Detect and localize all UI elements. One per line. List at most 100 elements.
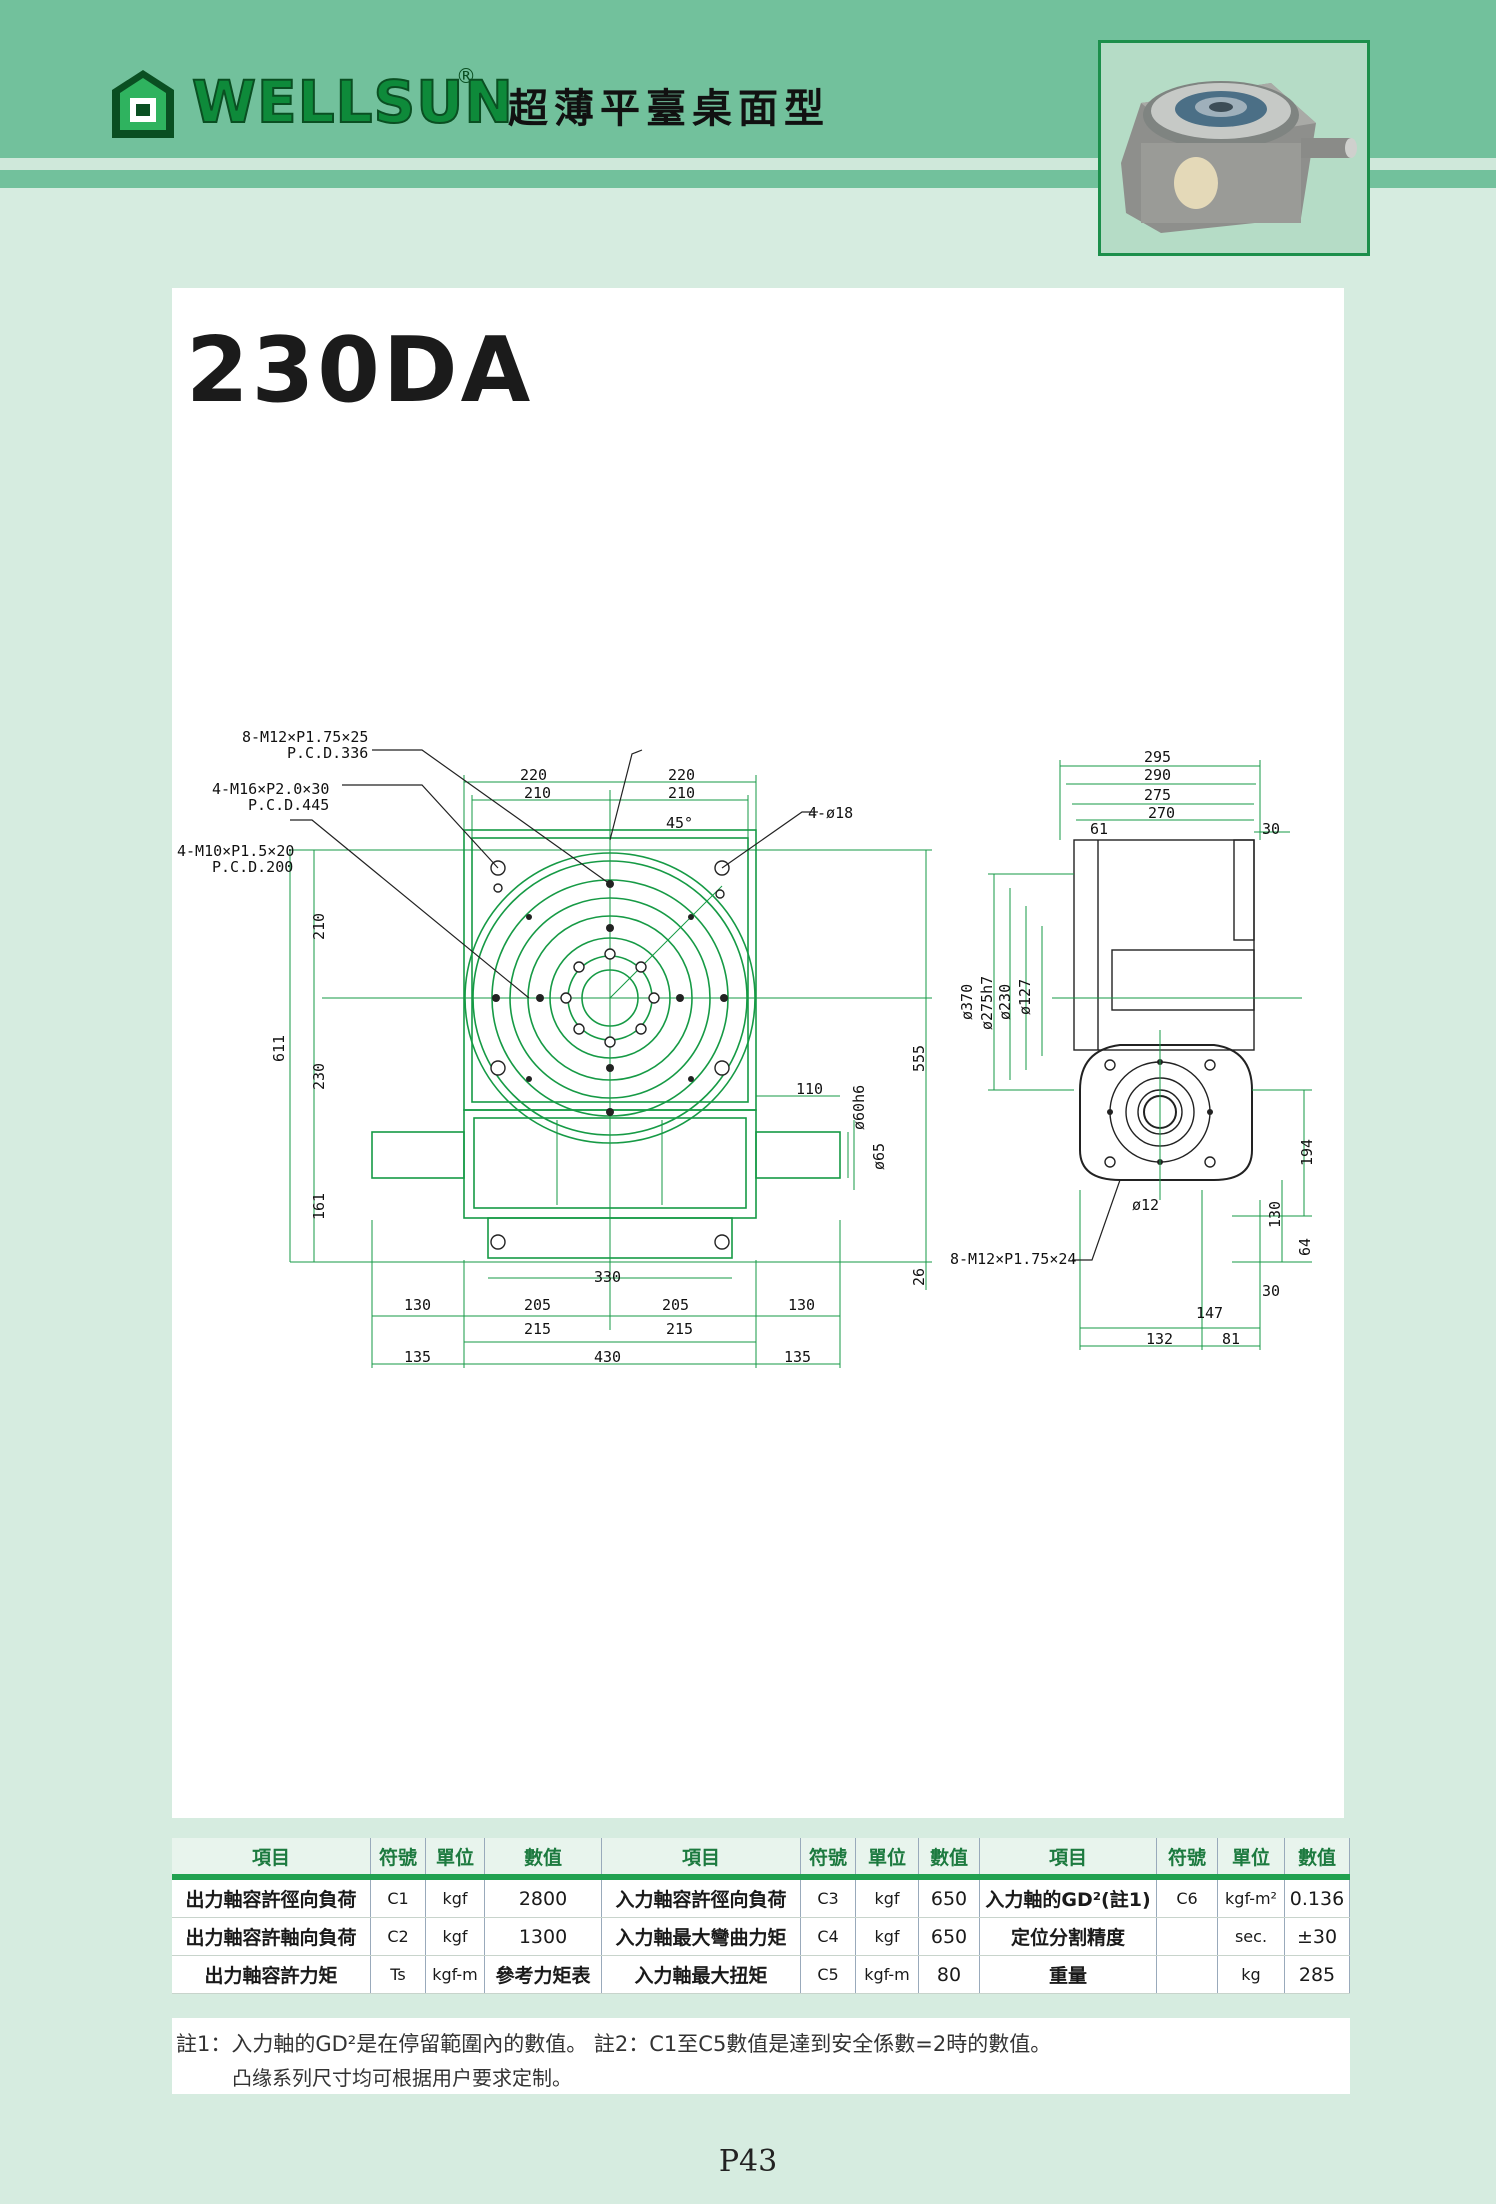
- dim-side-81: 81: [1222, 1330, 1240, 1348]
- dim-26: 26: [910, 1268, 928, 1286]
- spec-table: 項目 符號 單位 數值 項目 符號 單位 數值 項目 符號 單位 數值 出力軸容…: [172, 1838, 1350, 1994]
- table-cell: C4: [800, 1917, 856, 1956]
- dim-161-vertical: 161: [310, 1193, 328, 1220]
- table-cell: kg: [1217, 1955, 1285, 1994]
- dim-230-vertical: 230: [310, 1063, 328, 1090]
- table-cell: kgf: [855, 1917, 919, 1956]
- table-cell: 80: [918, 1955, 980, 1994]
- dim-side-d275h7: ø275h7: [978, 976, 996, 1030]
- dim-side-132: 132: [1146, 1330, 1173, 1348]
- table-cell: 650: [918, 1877, 980, 1918]
- table-cell: 0.136: [1284, 1877, 1350, 1918]
- dim-side-130: 130: [1266, 1201, 1284, 1228]
- table-cell: ±30: [1284, 1917, 1350, 1956]
- dim-555: 555: [910, 1045, 928, 1072]
- wellsun-logo: WELLSUN ®: [108, 64, 584, 144]
- col-header: 單位: [425, 1838, 485, 1880]
- col-header: 單位: [1217, 1838, 1285, 1880]
- table-row: 出力軸容許軸向負荷 C2 kgf 1300 入力軸最大彎曲力矩 C4 kgf 6…: [172, 1917, 1350, 1956]
- front-right-shaft: [755, 1131, 841, 1179]
- dim-side-290: 290: [1144, 766, 1171, 784]
- dim-110: 110: [796, 1080, 823, 1098]
- table-row: 出力軸容許力矩 Ts kgf-m 參考力矩表 入力軸最大扭矩 C5 kgf-m …: [172, 1955, 1350, 1994]
- dim-d65: ø65: [870, 1143, 888, 1170]
- wellsun-logo-mark-icon: [112, 70, 174, 138]
- table-cell: 入力軸容許徑向負荷: [601, 1877, 801, 1918]
- dim-205-right: 205: [662, 1296, 689, 1314]
- brand-name: WELLSUN: [191, 67, 514, 137]
- dim-220-right: 220: [668, 766, 695, 784]
- callout-tap3-spec: 4-M10×P1.5×20: [177, 842, 294, 860]
- page-number: P43: [718, 2144, 778, 2179]
- table-cell: [1156, 1955, 1218, 1994]
- callout-tap2-pcd: P.C.D.445: [248, 796, 329, 814]
- note-line-1: 註1：入力軸的GD²是在停留範圍內的數值。 註2：C1至C5數值是達到安全係數=…: [176, 2032, 1052, 2056]
- col-header: 數值: [1284, 1838, 1350, 1880]
- callout-tap2-spec: 4-M16×P2.0×30: [212, 780, 329, 798]
- table-cell: kgf-m²: [1217, 1877, 1285, 1918]
- side-housing-outline: [1073, 839, 1255, 1051]
- dim-side-d370: ø370: [958, 984, 976, 1020]
- callout-angle: 45°: [666, 814, 693, 832]
- col-header: 項目: [601, 1838, 801, 1880]
- dim-side-194: 194: [1298, 1139, 1316, 1166]
- model-number: 230DA: [186, 318, 534, 423]
- callout-side-tap: 8-M12×P1.75×24: [950, 1250, 1076, 1268]
- table-cell: 285: [1284, 1955, 1350, 1994]
- dim-side-30-bottom: 30: [1262, 1282, 1280, 1300]
- dim-side-30-top: 30: [1262, 820, 1280, 838]
- table-cell: sec.: [1217, 1917, 1285, 1956]
- table-cell: 參考力矩表: [484, 1955, 602, 1994]
- indexer-photo-illustration: [1101, 43, 1367, 253]
- table-cell: 2800: [484, 1877, 602, 1918]
- callout-side-dia: ø12: [1132, 1196, 1159, 1214]
- table-cell: 出力軸容許徑向負荷: [172, 1877, 371, 1918]
- table-cell: kgf: [425, 1917, 485, 1956]
- dim-side-64: 64: [1296, 1238, 1314, 1256]
- col-header: 符號: [370, 1838, 426, 1880]
- table-cell: C6: [1156, 1877, 1218, 1918]
- front-view: 8-M12×P1.75×25 P.C.D.336 4-M16×P2.0×30 P…: [177, 728, 932, 1368]
- dim-130-left: 130: [404, 1296, 431, 1314]
- notes-box: 註1：入力軸的GD²是在停留範圍內的數值。 註2：C1至C5數值是達到安全係數=…: [172, 2018, 1350, 2094]
- table-cell: Ts: [370, 1955, 426, 1994]
- registered-mark: ®: [456, 64, 476, 88]
- table-cell: 定位分割精度: [979, 1917, 1157, 1956]
- callout-tap3-pcd: P.C.D.200: [212, 858, 293, 876]
- callout-tap1-spec: 8-M12×P1.75×25: [242, 728, 368, 746]
- dim-135-left: 135: [404, 1348, 431, 1366]
- note-line-2: 凸缘系列尺寸均可根据用户要求定制。: [232, 2066, 572, 2090]
- table-cell: 出力軸容許力矩: [172, 1955, 371, 1994]
- table-cell: kgf-m: [425, 1955, 485, 1994]
- front-left-shaft: [371, 1131, 465, 1179]
- dim-side-d230: ø230: [996, 984, 1014, 1020]
- table-cell: 入力軸的GD²(註1): [979, 1877, 1157, 1918]
- col-header: 項目: [172, 1838, 371, 1880]
- technical-drawing: .g { stroke:#169a45; fill:none; stroke-w…: [177, 728, 1316, 1368]
- dim-215-left: 215: [524, 1320, 551, 1338]
- content-panel: [172, 288, 1344, 1818]
- callout-holes: 4-ø18: [808, 804, 853, 822]
- table-cell: [1156, 1917, 1218, 1956]
- table-cell: 重量: [979, 1955, 1157, 1994]
- table-row: 出力軸容許徑向負荷 C1 kgf 2800 入力軸容許徑向負荷 C3 kgf 6…: [172, 1877, 1350, 1918]
- dim-side-295: 295: [1144, 748, 1171, 766]
- table-cell: 1300: [484, 1917, 602, 1956]
- dim-430: 430: [594, 1348, 621, 1366]
- dim-130-right: 130: [788, 1296, 815, 1314]
- col-header: 符號: [1156, 1838, 1218, 1880]
- dim-side-147: 147: [1196, 1304, 1223, 1322]
- dim-135-right: 135: [784, 1348, 811, 1366]
- dim-205-left: 205: [524, 1296, 551, 1314]
- dim-side-61: 61: [1090, 820, 1108, 838]
- table-cell: kgf: [425, 1877, 485, 1918]
- table-cell: 出力軸容許軸向負荷: [172, 1917, 371, 1956]
- dim-220-left: 220: [520, 766, 547, 784]
- side-view: 295 290 275 270 61 30 ø370 ø275h7 ø230 ø…: [950, 748, 1316, 1350]
- spec-table-header-row: 項目 符號 單位 數值 項目 符號 單位 數值 項目 符號 單位 數值: [172, 1838, 1350, 1880]
- table-cell: C2: [370, 1917, 426, 1956]
- col-header: 單位: [855, 1838, 919, 1880]
- header-title: 超薄平臺桌面型: [508, 86, 830, 132]
- table-cell: C1: [370, 1877, 426, 1918]
- dim-210-vertical: 210: [310, 913, 328, 940]
